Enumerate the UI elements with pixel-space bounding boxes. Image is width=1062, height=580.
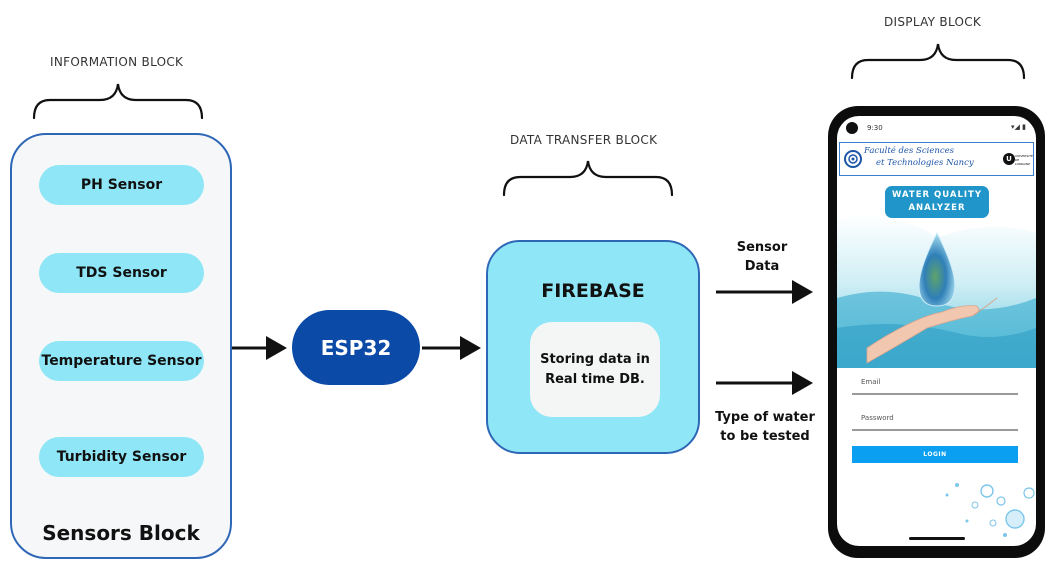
phone-screen: 9:30 ▾◢ ▮ Faculté des Sciences et Techno…	[837, 116, 1036, 546]
home-indicator	[909, 537, 965, 540]
login-button[interactable]: LOGIN	[852, 446, 1018, 463]
bubbles-icon	[945, 483, 1035, 537]
sensor-data-label-line1: Sensor	[736, 240, 788, 255]
temperature-sensor: Temperature Sensor	[39, 341, 204, 381]
data-transfer-brace-icon	[502, 160, 674, 197]
data-transfer-block-caption: DATA TRANSFER BLOCK	[510, 133, 658, 147]
realtime-db-line1: Storing data in	[540, 351, 650, 367]
water-type-label-line2: to be tested	[720, 429, 810, 444]
phone-mockup: 9:30 ▾◢ ▮ Faculté des Sciences et Techno…	[828, 106, 1045, 558]
sensors-block: PH Sensor TDS Sensor Temperature Sensor …	[10, 133, 232, 559]
ph-sensor: PH Sensor	[39, 165, 204, 205]
university-logo-icon: U	[1003, 153, 1015, 165]
faculty-name-line2: et Technologies Nancy	[876, 158, 974, 168]
app-title-line2: ANALYZER	[908, 203, 966, 213]
app-title: WATER QUALITY ANALYZER	[885, 186, 989, 218]
faculty-banner: Faculté des Sciences et Technologies Nan…	[839, 142, 1034, 176]
password-field[interactable]	[852, 429, 1018, 431]
sensors-block-title: Sensors Block	[42, 521, 200, 545]
water-type-label-line1: Type of water	[715, 410, 815, 425]
status-bar: 9:30 ▾◢ ▮	[837, 116, 1036, 140]
signal-battery-icon: ▾◢ ▮	[1011, 123, 1026, 131]
sensor-data-label-line2: Data	[744, 259, 780, 274]
esp32-node: ESP32	[292, 310, 420, 385]
hero-illustration: WATER QUALITY ANALYZER	[837, 178, 1036, 368]
email-field-label: Email	[861, 378, 881, 386]
sensor-data-label: Sensor Data	[722, 238, 802, 276]
display-brace-icon	[850, 43, 1026, 80]
camera-icon	[846, 122, 858, 134]
water-type-label: Type of water to be tested	[710, 408, 820, 446]
password-field-label: Password	[861, 414, 894, 422]
status-time: 9:30	[867, 124, 883, 132]
firebase-title: FIREBASE	[541, 280, 645, 302]
information-brace-icon	[32, 83, 204, 120]
realtime-db-line2: Real time DB.	[545, 371, 645, 387]
faculty-logo-icon	[844, 150, 862, 168]
tds-sensor: TDS Sensor	[39, 253, 204, 293]
water-drop-hand-illustration	[837, 215, 1036, 368]
information-block-caption: INFORMATION BLOCK	[50, 55, 184, 69]
email-field[interactable]	[852, 393, 1018, 395]
display-block-caption: DISPLAY BLOCK	[884, 15, 982, 29]
realtime-db-box: Storing data in Real time DB.	[530, 322, 660, 417]
turbidity-sensor: Turbidity Sensor	[39, 437, 204, 477]
app-title-line1: WATER QUALITY	[892, 190, 982, 200]
firebase-block: FIREBASE Storing data in Real time DB.	[486, 240, 700, 454]
university-name: UNIVERSITÉ DE LORRAINE	[1015, 154, 1033, 166]
faculty-name-line1: Faculté des Sciences	[864, 146, 954, 156]
